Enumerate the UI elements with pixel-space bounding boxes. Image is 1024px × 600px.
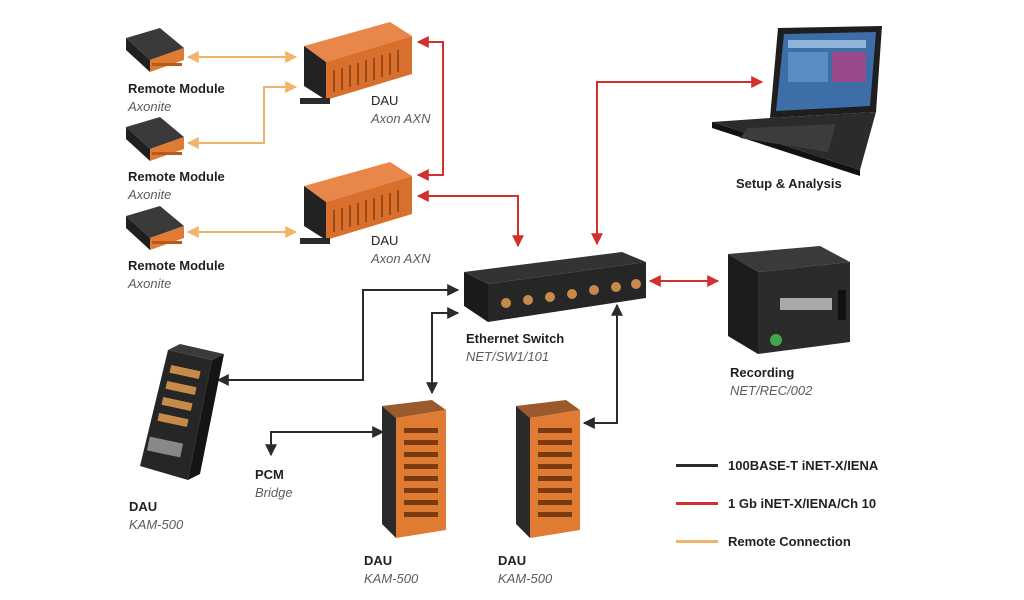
dau-axon-2-subtitle: Axon AXN [371,251,431,266]
dau-kam-right-subtitle: KAM-500 [498,571,553,586]
legend-item-100base-t: 100BASE-T iNET-X/IENA [676,456,878,474]
dau-kam-left-label: DAU KAM-500 [129,498,183,534]
dau-kam-mid-title: DAU [364,553,393,568]
laptop-device [712,26,882,176]
dau-kam-mid-label: DAU KAM-500 [364,552,418,588]
dau-kam-left-subtitle: KAM-500 [129,517,184,532]
laptop-label: Setup & Analysis [736,175,842,193]
ethernet-switch-device [464,252,646,322]
remote2-to-dau1 [186,81,298,149]
dau-axon-1-label: DAU Axon AXN [371,92,431,128]
dau-axon-2-title: DAU [371,233,399,248]
remote-module-1-device [126,28,184,72]
dau-kam-left-title: DAU [129,499,158,514]
pcm-subtitle: Bridge [255,485,293,500]
remote-module-1-subtitle: Axonite [128,99,172,114]
legend-swatch-1gb [676,501,718,505]
kam-500-right-device [516,400,580,538]
pcm-label: PCM Bridge [255,466,293,502]
remote-connections [186,51,298,238]
dau-kam-right-title: DAU [498,553,527,568]
dau-axon-2-label: DAU Axon AXN [371,232,431,268]
dau-kam-right-label: DAU KAM-500 [498,552,552,588]
dau1-dau2-link [416,36,444,181]
legend-swatch-100base-t [676,463,718,467]
dau-kam-mid-subtitle: KAM-500 [364,571,419,586]
dau-axon-1-subtitle: Axon AXN [371,111,431,126]
ethernet-switch-subtitle: NET/SW1/101 [466,349,550,364]
pcm-title: PCM [255,467,284,482]
remote-module-1-label: Remote Module Axonite [128,80,225,116]
legend-label-remote: Remote Connection [728,533,851,549]
remote-module-3-label: Remote Module Axonite [128,257,225,293]
legend-swatch-remote [676,539,718,543]
remote-module-2-subtitle: Axonite [128,187,172,202]
remote-module-2-label: Remote Module Axonite [128,168,225,204]
legend-item-remote: Remote Connection [676,532,851,550]
recorder-device [728,246,850,354]
ethernet-switch-title: Ethernet Switch [466,331,565,346]
recorder-title: Recording [730,365,795,380]
recorder-label: Recording NET/REC/002 [730,364,812,400]
remote-module-3-device [126,206,184,250]
fast-ethernet-connections [216,284,623,457]
remote-module-2-title: Remote Module [128,169,225,184]
gigabit-connections [416,36,764,287]
switch-to-kam-right [582,303,623,429]
dau-axon-1-device [300,22,412,104]
dau-axon-2-device [300,162,412,244]
ethernet-switch-label: Ethernet Switch NET/SW1/101 [466,330,564,366]
kam-mid-to-pcm [265,426,385,457]
switch-to-kam-mid [426,307,460,395]
switch-to-laptop [591,76,764,246]
remote-module-1-title: Remote Module [128,81,225,96]
kam-500-mid-device [382,400,446,538]
legend-item-1gb: 1 Gb iNET-X/IENA/Ch 10 [676,494,876,512]
switch-to-kam-left [216,284,460,386]
legend-label-1gb: 1 Gb iNET-X/IENA/Ch 10 [728,495,877,511]
dau2-to-switch [416,190,524,248]
remote-module-2-device [126,117,184,161]
remote-module-3-subtitle: Axonite [128,276,172,291]
legend-label-100base-t: 100BASE-T iNET-X/IENA [728,457,879,473]
kam-500-left-device [140,344,224,480]
recorder-subtitle: NET/REC/002 [730,383,813,398]
laptop-title: Setup & Analysis [736,176,842,191]
dau-axon-1-title: DAU [371,93,399,108]
remote-module-3-title: Remote Module [128,258,225,273]
